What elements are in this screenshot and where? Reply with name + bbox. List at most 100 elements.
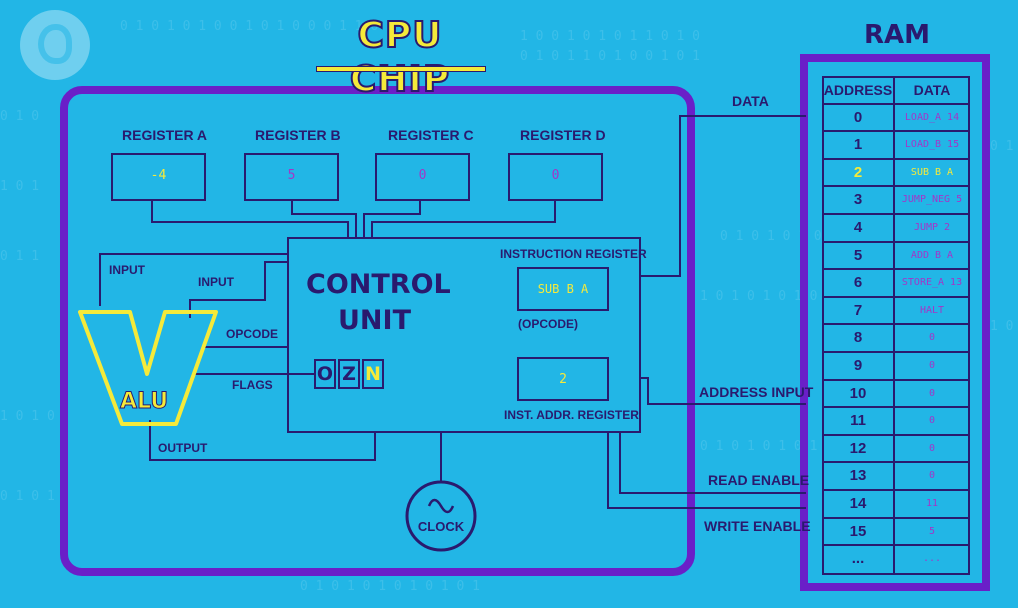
alu-input-2-label: INPUT xyxy=(198,275,234,289)
binary-texture: 0 1 0 1 0 1 0 0 1 0 1 0 0 0 1 1 0 1 1 0 … xyxy=(0,19,1013,594)
ram-data-cell: JUMP 2 xyxy=(913,221,951,233)
ram-data-cell: 0 xyxy=(928,470,936,482)
ram-data-cell: JUMP_NEG 5 xyxy=(901,194,963,206)
ram-address-cell: 4 xyxy=(823,214,895,241)
inst-addr-register-value: 2 xyxy=(559,372,567,387)
ram-address-cell: 13 xyxy=(823,463,895,489)
ram-row: 14 11 xyxy=(823,490,969,519)
ram-data-cell: 0 xyxy=(928,359,936,371)
register-b-label: REGISTER B xyxy=(255,127,341,143)
ram-address-cell: 1 xyxy=(823,132,895,158)
ram-address-cell: 15 xyxy=(823,518,895,545)
svg-text:0 1: 0 1 xyxy=(990,139,1013,154)
ram-row: 7 HALT xyxy=(823,297,969,326)
alu-flags-label: FLAGS xyxy=(232,378,273,392)
svg-text:1 0 1 0 1 0 1 0: 1 0 1 0 1 0 1 0 xyxy=(700,289,817,304)
pbs-head-icon xyxy=(38,24,72,64)
ram-address-cell: 12 xyxy=(823,435,895,462)
ram-address-cell: 11 xyxy=(823,408,895,434)
ram-address-cell: 5 xyxy=(823,242,895,269)
title-underline xyxy=(316,66,486,72)
ram-data-cell: SUB B A xyxy=(910,166,954,178)
cpu-chip-frame xyxy=(60,86,695,576)
ram-row: 12 0 xyxy=(823,435,969,464)
register-a-value: -4 xyxy=(150,168,167,183)
alu-label: ALU xyxy=(119,389,169,414)
svg-text:1 0 0 1 0 1 0 1 1 0 1 0: 1 0 0 1 0 1 0 1 1 0 1 0 xyxy=(520,29,700,44)
pbs-logo xyxy=(20,10,90,80)
instruction-register-box xyxy=(517,267,609,311)
ram-data-cell: ADD B A xyxy=(910,249,954,261)
ram-data-cell: 11 xyxy=(925,497,939,509)
instruction-register-value: SUB B A xyxy=(537,282,589,296)
ram-address-cell: 14 xyxy=(823,490,895,517)
svg-text:0 1 0 1: 0 1 0 1 xyxy=(0,489,55,504)
ram-data-cell: HALT xyxy=(919,304,945,316)
ram-data-cell: LOAD_B 15 xyxy=(904,139,960,151)
svg-text:0 1 0 1 0 1 0 1: 0 1 0 1 0 1 0 1 xyxy=(700,439,817,454)
inst-addr-register-box xyxy=(517,357,609,401)
ram-title: RAM xyxy=(863,20,930,50)
ram-row: 13 0 xyxy=(823,463,969,491)
data-bus-label: DATA xyxy=(732,93,769,109)
ram-address-cell: 7 xyxy=(823,297,895,324)
register-c-label: REGISTER C xyxy=(388,127,474,143)
alu-output-label: OUTPUT xyxy=(158,441,208,455)
register-c-value: 0 xyxy=(418,168,427,183)
svg-text:1 0 1: 1 0 1 xyxy=(0,179,39,194)
svg-text:1 0 1 0: 1 0 1 0 xyxy=(0,409,55,424)
register-d-value: 0 xyxy=(551,168,560,183)
ram-address-cell: 3 xyxy=(823,187,895,213)
control-unit-title-line1: CONTROL xyxy=(306,269,451,300)
ram-row: 1 LOAD_B 15 xyxy=(823,132,969,160)
clock-circle xyxy=(405,480,477,552)
ram-address-header: ADDRESS xyxy=(823,77,895,103)
ram-address-cell: 10 xyxy=(823,380,895,407)
control-unit-title-line2: UNIT xyxy=(338,305,411,336)
register-a-box xyxy=(111,153,206,201)
opcode-label: (OPCODE) xyxy=(518,317,578,331)
flag-negative: N xyxy=(362,359,384,389)
ram-data-cell: 0 xyxy=(928,442,936,454)
register-b-value: 5 xyxy=(287,168,296,183)
clock-label: CLOCK xyxy=(417,519,465,534)
control-unit-box xyxy=(287,237,641,433)
ram-data-header: DATA xyxy=(913,82,951,98)
ram-row: 10 0 xyxy=(823,380,969,409)
svg-text:0 1 0: 0 1 0 xyxy=(0,109,39,124)
ram-address-cell: 6 xyxy=(823,270,895,296)
ram-frame xyxy=(800,54,990,591)
bus-lines xyxy=(99,115,806,509)
register-d-label: REGISTER D xyxy=(520,127,606,143)
alu-shape xyxy=(78,310,218,426)
ram-address-cell: 9 xyxy=(823,352,895,379)
svg-text:0 1 0 1 0 1 0: 0 1 0 1 0 1 0 xyxy=(720,229,822,244)
svg-text:1 0: 1 0 xyxy=(990,319,1013,334)
read-enable-label: READ ENABLE xyxy=(708,472,810,488)
register-a-label: REGISTER A xyxy=(122,127,208,143)
flag-zero: Z xyxy=(338,359,360,389)
ram-data-cell: 0 xyxy=(928,387,936,399)
ram-address-cell: ... xyxy=(823,546,895,574)
ram-data-cell: ... xyxy=(922,553,942,565)
ram-data-cell: STORE_A 13 xyxy=(901,277,963,289)
alu-input-1-label: INPUT xyxy=(109,263,145,277)
svg-text:0 1 0 1 0 1 0 1 0 1 0 1: 0 1 0 1 0 1 0 1 0 1 0 1 xyxy=(300,579,480,594)
instruction-register-label: INSTRUCTION REGISTER xyxy=(500,247,647,261)
inst-addr-register-label: INST. ADDR. REGISTER xyxy=(504,408,639,422)
ram-header-row: ADDRESS DATA xyxy=(823,77,969,105)
ram-row: 5 ADD B A xyxy=(823,242,969,271)
ram-row: ...... xyxy=(823,546,969,574)
svg-text:0 1 0 1 0 1 0 0 1 0 1 0 0 0 1: 0 1 0 1 0 1 0 0 1 0 1 0 0 0 1 1 0 1 xyxy=(120,19,394,34)
ram-address-cell: 0 xyxy=(823,104,895,131)
ram-table-border xyxy=(822,76,970,575)
write-enable-label: WRITE ENABLE xyxy=(704,518,811,534)
register-c-box xyxy=(375,153,470,201)
